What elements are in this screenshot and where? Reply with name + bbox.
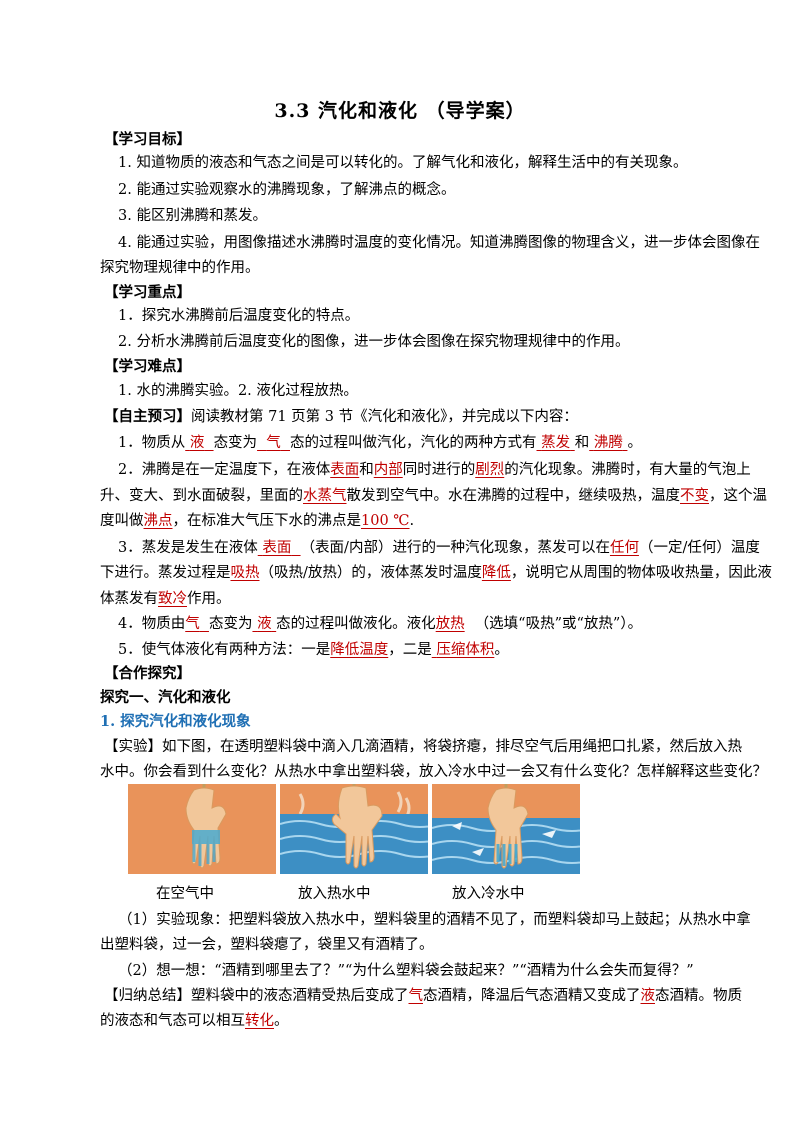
q1-answer-4: 沸腾 [593, 435, 623, 451]
preview-q4: 4．物质由气 态变为 液 态的过程叫做液化。液化放热（选填“吸热”或“放热”）。 [118, 616, 643, 632]
q1-text: 和 [574, 435, 590, 451]
goal-item-4-cont: 探究物理规律中的作用。 [100, 260, 260, 276]
preview-intro: 阅读教材第 71 页第 3 节《汽化和液化》，并完成以下内容： [191, 409, 578, 425]
q5-answer-2: 压缩体积 [436, 642, 495, 658]
q2-answer-1: 表面 [330, 462, 360, 478]
goal-item-2: 2. 能通过实验观察水的沸腾现象，了解沸点的概念。 [118, 182, 456, 198]
preview-q2-line2: 升、变大、到水面破裂，里面的水蒸气散发到空气中。水在沸腾的过程中，继续吸热，温度… [100, 488, 767, 504]
q4-answer-3: 放热 [435, 616, 465, 632]
hand-bag-cold-water-icon [432, 784, 580, 874]
q2-answer-4: 水蒸气 [303, 488, 347, 504]
experiment-line-1: 【实验】如下图，在透明塑料袋中滴入几滴酒精，将袋挤瘪，排尽空气后用绳把口扎紧，然… [104, 739, 742, 755]
observation-line-1: （1）实验现象：把塑料袋放入热水中，塑料袋里的酒精不见了，而塑料袋却马上鼓起；从… [118, 912, 751, 928]
caption-in-air: 在空气中 [156, 886, 214, 902]
summary-answer-3: 转化 [245, 1013, 274, 1029]
preview-q3-line1: 3．蒸发是发生在液体 表面 （表面/内部）进行的一种汽化现象，蒸发可以在任何（一… [118, 540, 760, 556]
goal-item-4: 4. 能通过实验，用图像描述水沸腾时温度的变化情况。知道沸腾图像的物理含义，进一… [118, 235, 760, 251]
preview-q1: 1．物质从 液 态变为 气 态的过程叫做汽化，汽化的两种方式有 蒸发 和 沸腾 … [118, 433, 728, 453]
goal-item-3: 3. 能区别沸腾和蒸发。 [118, 208, 267, 224]
illustration-hot-water [280, 784, 428, 874]
summary-line-1: 【归纳总结】塑料袋中的液态酒精受热后变成了气态酒精，降温后气态酒精又变成了液态酒… [104, 988, 742, 1004]
experiment-illustrations [128, 784, 580, 874]
illustration-in-air [128, 784, 276, 874]
summary-answer-2: 液 [640, 988, 656, 1004]
q3-answer-1: 表面 [262, 540, 292, 556]
caption-hot-water: 放入热水中 [298, 886, 371, 902]
q2-answer-6: 沸点 [143, 513, 173, 529]
q1-answer-2: 气 [266, 435, 281, 451]
q3-answer-3: 吸热 [230, 565, 260, 581]
preview-q3-line2: 下进行。蒸发过程是吸热（吸热/放热）的，液体蒸发时温度降低，说明它从周围的物体吸… [100, 565, 772, 581]
preview-q5: 5．使气体液化有两种方法：一是降低温度，二是 压缩体积。 [118, 642, 509, 658]
preview-heading: 【自主预习】 [104, 408, 191, 425]
coop-subheading-1: 探究一、汽化和液化 [100, 689, 231, 706]
q1-text: 态的过程叫做汽化，汽化的两种方式有 [290, 435, 537, 451]
q3-answer-2: 任何 [609, 540, 639, 556]
q1-answer-3: 蒸发 [541, 435, 571, 451]
coop-subheading-2: 1. 探究汽化和液化现象 [100, 713, 251, 730]
q5-answer-1: 降低温度 [330, 642, 389, 658]
q4-answer-1: 气 [185, 616, 200, 632]
summary-answer-1: 气 [408, 988, 424, 1004]
q3-answer-4: 降低 [481, 565, 511, 581]
q2-answer-3: 剧烈 [475, 462, 505, 478]
preview-q2-line1: 2．沸腾是在一定温度下，在液体表面和内部同时进行的剧烈的汽化现象。沸腾时，有大量… [118, 462, 751, 478]
preview-q3-line3: 体蒸发有致冷作用。 [100, 591, 231, 607]
illustration-cold-water [432, 784, 580, 874]
preview-q2-line3: 度叫做沸点，在标准大气压下水的沸点是100 ℃. [100, 513, 415, 529]
hand-bag-hot-water-icon [280, 784, 428, 874]
keypoints-heading: 【学习重点】 [104, 284, 191, 301]
coop-heading: 【合作探究】 [104, 665, 191, 682]
q2-answer-7: 100 ℃ [361, 513, 410, 529]
q3-answer-5: 致冷 [158, 591, 187, 607]
think-line: （2）想一想：“酒精到哪里去了？”“为什么塑料袋会鼓起来？”“酒精为什么会失而复… [118, 963, 694, 979]
preview-line: 【自主预习】阅读教材第 71 页第 3 节《汽化和液化》，并完成以下内容： [104, 407, 714, 427]
q1-text: 。 [627, 435, 642, 451]
difficulties-heading: 【学习难点】 [104, 358, 191, 375]
summary-line-2: 的液态和气态可以相互转化。 [100, 1013, 289, 1029]
q2-answer-5: 不变 [680, 488, 709, 504]
q1-text: 1．物质从 [118, 435, 186, 451]
goals-heading: 【学习目标】 [104, 131, 191, 148]
caption-cold-water: 放入冷水中 [452, 886, 525, 902]
goal-item-1: 1. 知道物质的液态和气态之间是可以转化的。了解气化和液化，解释生活中的有关现象… [118, 155, 688, 171]
q1-text: 态变为 [213, 435, 258, 451]
q1-answer-1: 液 [189, 435, 205, 451]
observation-line-2: 出塑料袋，过一会，塑料袋瘪了，袋里又有酒精了。 [100, 937, 434, 953]
keypoint-item-1: 1．探究水沸腾前后温度变化的特点。 [118, 308, 360, 324]
q4-answer-2: 液 [257, 616, 272, 632]
hand-bag-air-icon [128, 784, 276, 874]
q2-answer-2: 内部 [373, 462, 403, 478]
keypoint-item-2: 2. 分析水沸腾前后温度变化的图像，进一步体会图像在探究物理规律中的作用。 [118, 334, 630, 350]
experiment-line-2: 水中。你会看到什么变化？从热水中拿出塑料袋，放入冷水中过一会又有什么变化？怎样解… [100, 764, 767, 780]
page-title: 3.3 汽化和液化 （导学案） [274, 100, 526, 122]
difficulties-text: 1. 水的沸腾实验。2. 液化过程放热。 [118, 383, 358, 399]
